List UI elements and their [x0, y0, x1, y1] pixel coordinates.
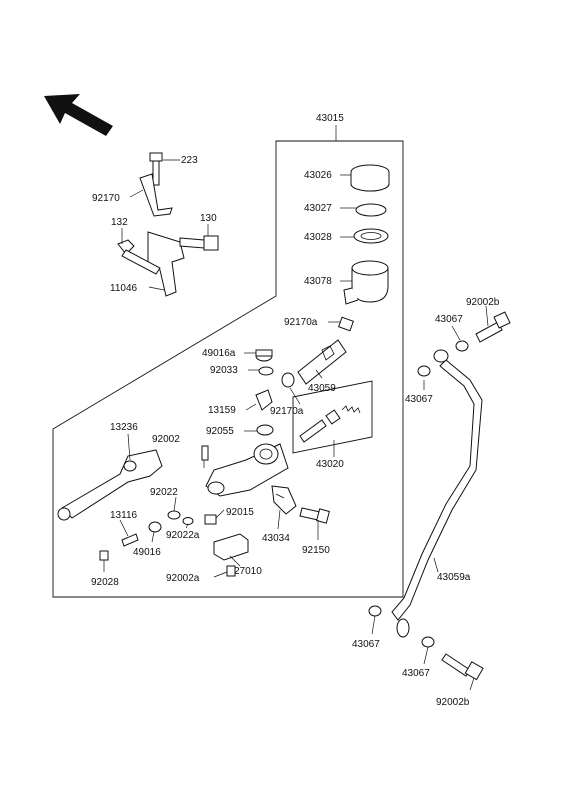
- mirror-bracket-assembly: [117, 152, 219, 297]
- label-43067-2: 43067: [405, 394, 433, 405]
- reservoir-parts: [328, 164, 390, 332]
- label-43067: 43067: [435, 314, 463, 325]
- label-92033: 92033: [210, 365, 238, 376]
- label-11046: 11046: [110, 283, 138, 294]
- label-92002b-2: 92002b: [436, 697, 470, 708]
- label-43078: 43078: [304, 276, 332, 287]
- label-13236: 13236: [110, 422, 138, 433]
- label-13159: 13159: [208, 405, 236, 416]
- label-92022: 92022: [150, 487, 178, 498]
- label-43059a: 43059a: [437, 572, 471, 583]
- label-13116: 13116: [110, 510, 138, 521]
- label-132: 132: [111, 217, 128, 228]
- piston-kit-outline-43020: [292, 380, 373, 454]
- label-43027: 43027: [304, 203, 332, 214]
- label-92002a: 92002a: [166, 573, 200, 584]
- label-43067-4: 43067: [402, 668, 430, 679]
- reservoir-hose-parts: [244, 339, 347, 436]
- label-49016a: 49016a: [202, 348, 236, 359]
- brake-lever-13236: [57, 433, 163, 521]
- label-43067-3: 43067: [352, 639, 380, 650]
- banjo-hardware: [368, 305, 511, 691]
- clamp-and-bolt: [271, 485, 330, 540]
- master-cylinder-body: [201, 443, 289, 497]
- label-27010: 27010: [234, 566, 262, 577]
- lever-hardware: [99, 496, 225, 572]
- label-223: 223: [181, 155, 198, 166]
- label-92002b: 92002b: [466, 297, 500, 308]
- assembly-outline-43015: [52, 140, 404, 598]
- label-92170a: 92170a: [284, 317, 318, 328]
- front-direction-arrow: [44, 94, 113, 136]
- label-49016: 49016: [133, 547, 161, 558]
- label-92055: 92055: [206, 426, 234, 437]
- label-92002: 92002: [152, 434, 180, 445]
- label-92150: 92150: [302, 545, 330, 556]
- label-92170a-2: 92170a: [270, 406, 304, 417]
- label-43059: 43059: [308, 383, 336, 394]
- label-92170: 92170: [92, 193, 120, 204]
- piston-kit-43020: [299, 405, 361, 457]
- label-92022a: 92022a: [166, 530, 200, 541]
- label-43015: 43015: [316, 113, 344, 124]
- label-43020: 43020: [316, 459, 344, 470]
- label-92028: 92028: [91, 577, 119, 588]
- label-130: 130: [200, 213, 217, 224]
- brake-hose-43059a: [391, 349, 483, 638]
- label-92015: 92015: [226, 507, 254, 518]
- switch-27010: [213, 533, 249, 578]
- part-labels: 43015 223 92170 130 132 11046 43026 4302…: [91, 113, 500, 708]
- label-43026: 43026: [304, 170, 332, 181]
- label-43034: 43034: [262, 533, 290, 544]
- label-43028: 43028: [304, 232, 332, 243]
